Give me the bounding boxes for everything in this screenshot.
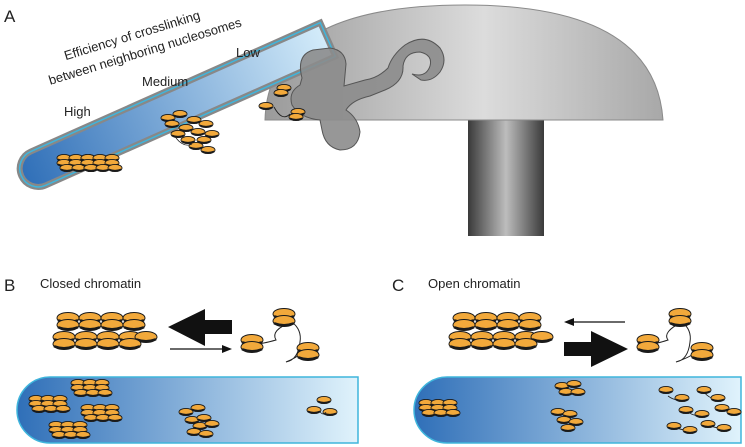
panel-c-letter: C [392,276,404,295]
tube-cap [290,38,445,151]
closed-nucleosome-stack-c [447,311,555,351]
arrow-right-large [564,331,628,367]
label-medium: Medium [142,74,188,89]
nucleosome-cluster-medium [160,109,220,155]
panel-b-letter: B [4,276,15,295]
centrifuge-shaft [468,118,544,236]
panel-b-title: Closed chromatin [40,276,141,291]
tube-a [16,18,340,190]
panel-a-letter: A [4,7,16,26]
label-high: High [64,104,91,119]
panel-b: B Closed chromatin [4,276,359,444]
arrow-left-large [168,309,232,346]
panel-c: C Open chromatin [392,276,742,444]
nucleosome-cluster-low [258,83,306,122]
nucleosome-stack-high [57,154,122,171]
panel-c-title: Open chromatin [428,276,521,291]
closed-nucleosome-stack [51,311,159,351]
scattered-open-nucleosomes [658,385,742,435]
arrow-left-thin [564,318,625,326]
open-nucleosome-chain-b [239,307,321,363]
tube-c [413,376,742,444]
label-low: Low [236,45,260,60]
arrow-right-thin [170,345,232,353]
tube-b [16,376,359,444]
panel-a: A [4,4,664,236]
open-nucleosome-chain-c [635,307,715,363]
